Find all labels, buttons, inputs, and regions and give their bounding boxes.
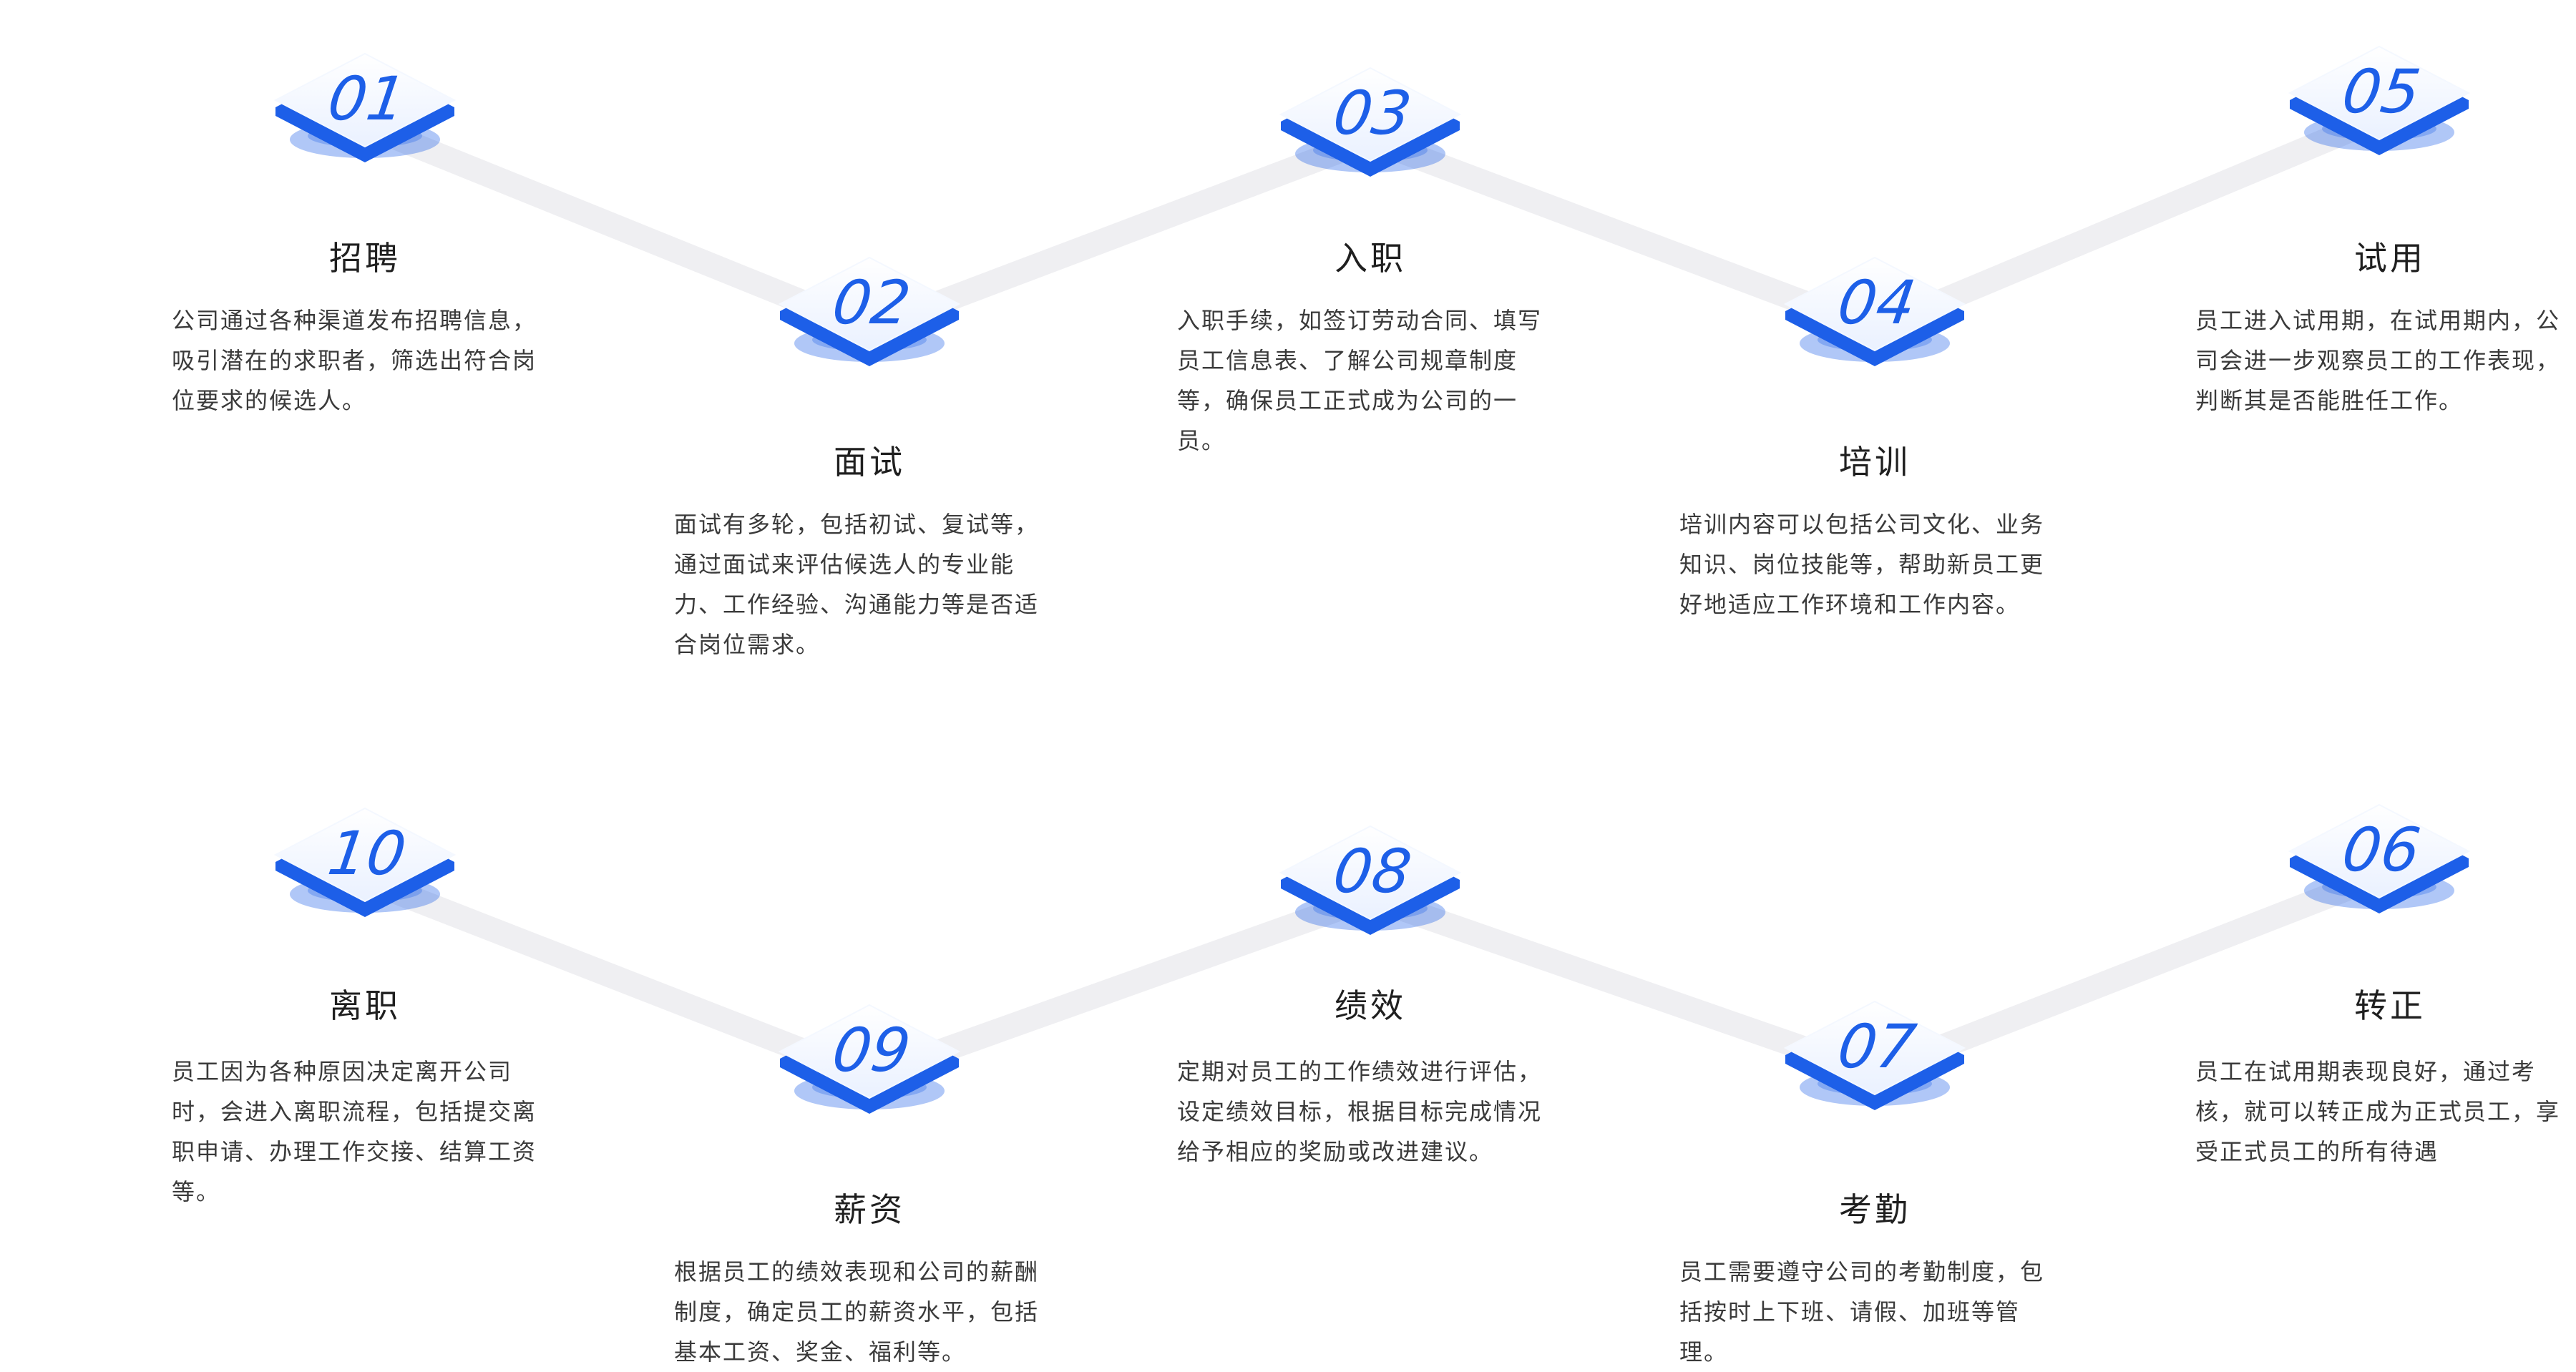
connector-line bbox=[353, 868, 882, 1089]
connector-line bbox=[1863, 106, 2391, 341]
step-number-badge: 07 bbox=[1782, 980, 1968, 1123]
step-number-badge: 04 bbox=[1782, 236, 1968, 379]
step-description: 入职手续，如签订劳动合同、填写员工信息表、了解公司规章制度等，确保员工正式成为公… bbox=[1177, 307, 1543, 454]
step-description: 员工需要遵守公司的考勤制度，包括按时上下班、请假、加班等管理。 bbox=[1679, 1258, 2045, 1366]
step-number: 07 bbox=[1834, 1011, 1921, 1082]
step-title: 入职 bbox=[1335, 239, 1406, 278]
step-number-badge: 03 bbox=[1277, 46, 1463, 190]
step-title: 试用 bbox=[2354, 239, 2426, 278]
step-number-badge: 08 bbox=[1277, 805, 1463, 948]
step-description: 员工在试用期表现良好，通过考核，就可以转正成为正式员工，享受正式员工的所有待遇 bbox=[2195, 1058, 2561, 1165]
step-description: 培训内容可以包括公司文化、业务知识、岗位技能等，帮助新员工更好地适应工作环境和工… bbox=[1679, 511, 2045, 618]
step-number: 01 bbox=[324, 64, 411, 134]
connector-line bbox=[353, 113, 882, 341]
step-title: 培训 bbox=[1839, 443, 1911, 481]
step-title: 转正 bbox=[2354, 986, 2426, 1025]
step-title: 考勤 bbox=[1839, 1190, 1911, 1229]
step-number: 03 bbox=[1330, 78, 1416, 148]
step-title: 绩效 bbox=[1335, 986, 1406, 1025]
step-description: 公司通过各种渠道发布招聘信息，吸引潜在的求职者，筛选出符合岗位要求的候选人。 bbox=[172, 307, 537, 414]
step-number: 02 bbox=[829, 268, 915, 338]
step-title: 薪资 bbox=[834, 1190, 905, 1229]
connector-line bbox=[857, 127, 1382, 341]
step-number: 06 bbox=[2338, 815, 2425, 885]
connector-line bbox=[1863, 864, 2391, 1085]
step-number-badge: 09 bbox=[776, 984, 962, 1127]
step-number-badge: 01 bbox=[272, 32, 458, 175]
connector-line bbox=[857, 886, 1382, 1089]
step-number: 08 bbox=[1330, 836, 1416, 906]
step-number: 09 bbox=[829, 1015, 915, 1085]
step-title: 面试 bbox=[834, 443, 905, 481]
step-number: 05 bbox=[2338, 57, 2425, 127]
step-number: 10 bbox=[324, 818, 411, 888]
connector-line bbox=[1358, 127, 1887, 341]
step-title: 离职 bbox=[329, 986, 401, 1025]
step-description: 根据员工的绩效表现和公司的薪酬制度，确定员工的薪资水平，包括基本工资、奖金、福利… bbox=[674, 1258, 1040, 1366]
step-number-badge: 06 bbox=[2286, 783, 2472, 926]
step-description: 面试有多轮，包括初试、复试等，通过面试来评估候选人的专业能力、工作经验、沟通能力… bbox=[674, 511, 1040, 658]
step-description: 定期对员工的工作绩效进行评估，设定绩效目标，根据目标完成情况给予相应的奖励或改进… bbox=[1177, 1058, 1543, 1165]
step-number: 04 bbox=[1834, 268, 1921, 338]
step-number-badge: 10 bbox=[272, 787, 458, 930]
step-description: 员工进入试用期，在试用期内，公司会进一步观察员工的工作表现，判断其是否能胜任工作… bbox=[2195, 307, 2561, 414]
connector-line bbox=[1358, 886, 1887, 1085]
step-description: 员工因为各种原因决定离开公司时，会进入离职流程，包括提交离职申请、办理工作交接、… bbox=[172, 1058, 537, 1205]
step-title: 招聘 bbox=[329, 239, 401, 278]
step-number-badge: 02 bbox=[776, 236, 962, 379]
step-number-badge: 05 bbox=[2286, 25, 2472, 168]
